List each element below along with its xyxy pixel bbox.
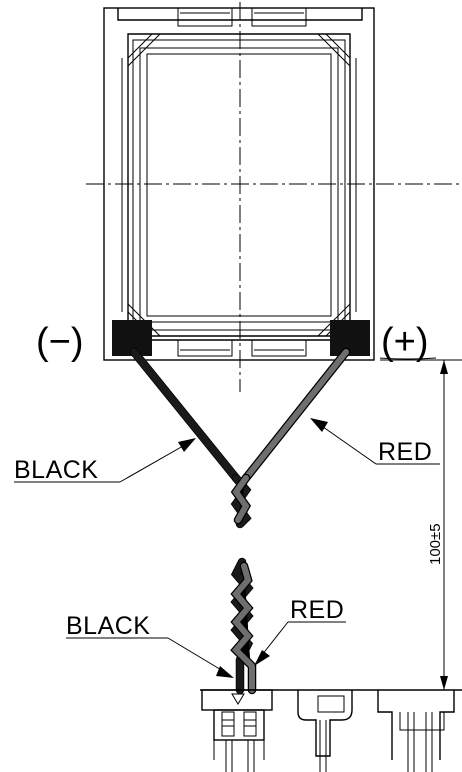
black-lower-label: BLACK [66, 612, 150, 640]
positive-circle-underline [379, 357, 437, 360]
black-upper-label: BLACK [14, 456, 98, 484]
wire-red-upper [241, 347, 351, 483]
terminal-pads [112, 320, 370, 356]
red-lower-callout: RED [254, 596, 346, 666]
length-dim-text: 100±5 [427, 523, 444, 565]
center-lines [86, 2, 462, 392]
connector [200, 689, 462, 772]
length-dimension: 100±5 [380, 359, 462, 691]
red-upper-label: RED [378, 438, 432, 466]
red-lower-label: RED [290, 596, 344, 624]
negative-label: (−) [36, 321, 84, 363]
twisted-wire-lower [230, 557, 257, 695]
black-lower-callout: BLACK [66, 612, 234, 678]
positive-label: (+) [381, 321, 429, 363]
black-upper-callout: BLACK [14, 438, 196, 484]
twisted-wire-upper [230, 473, 252, 529]
wire-black-upper [129, 347, 241, 483]
red-upper-callout: RED [310, 418, 440, 466]
